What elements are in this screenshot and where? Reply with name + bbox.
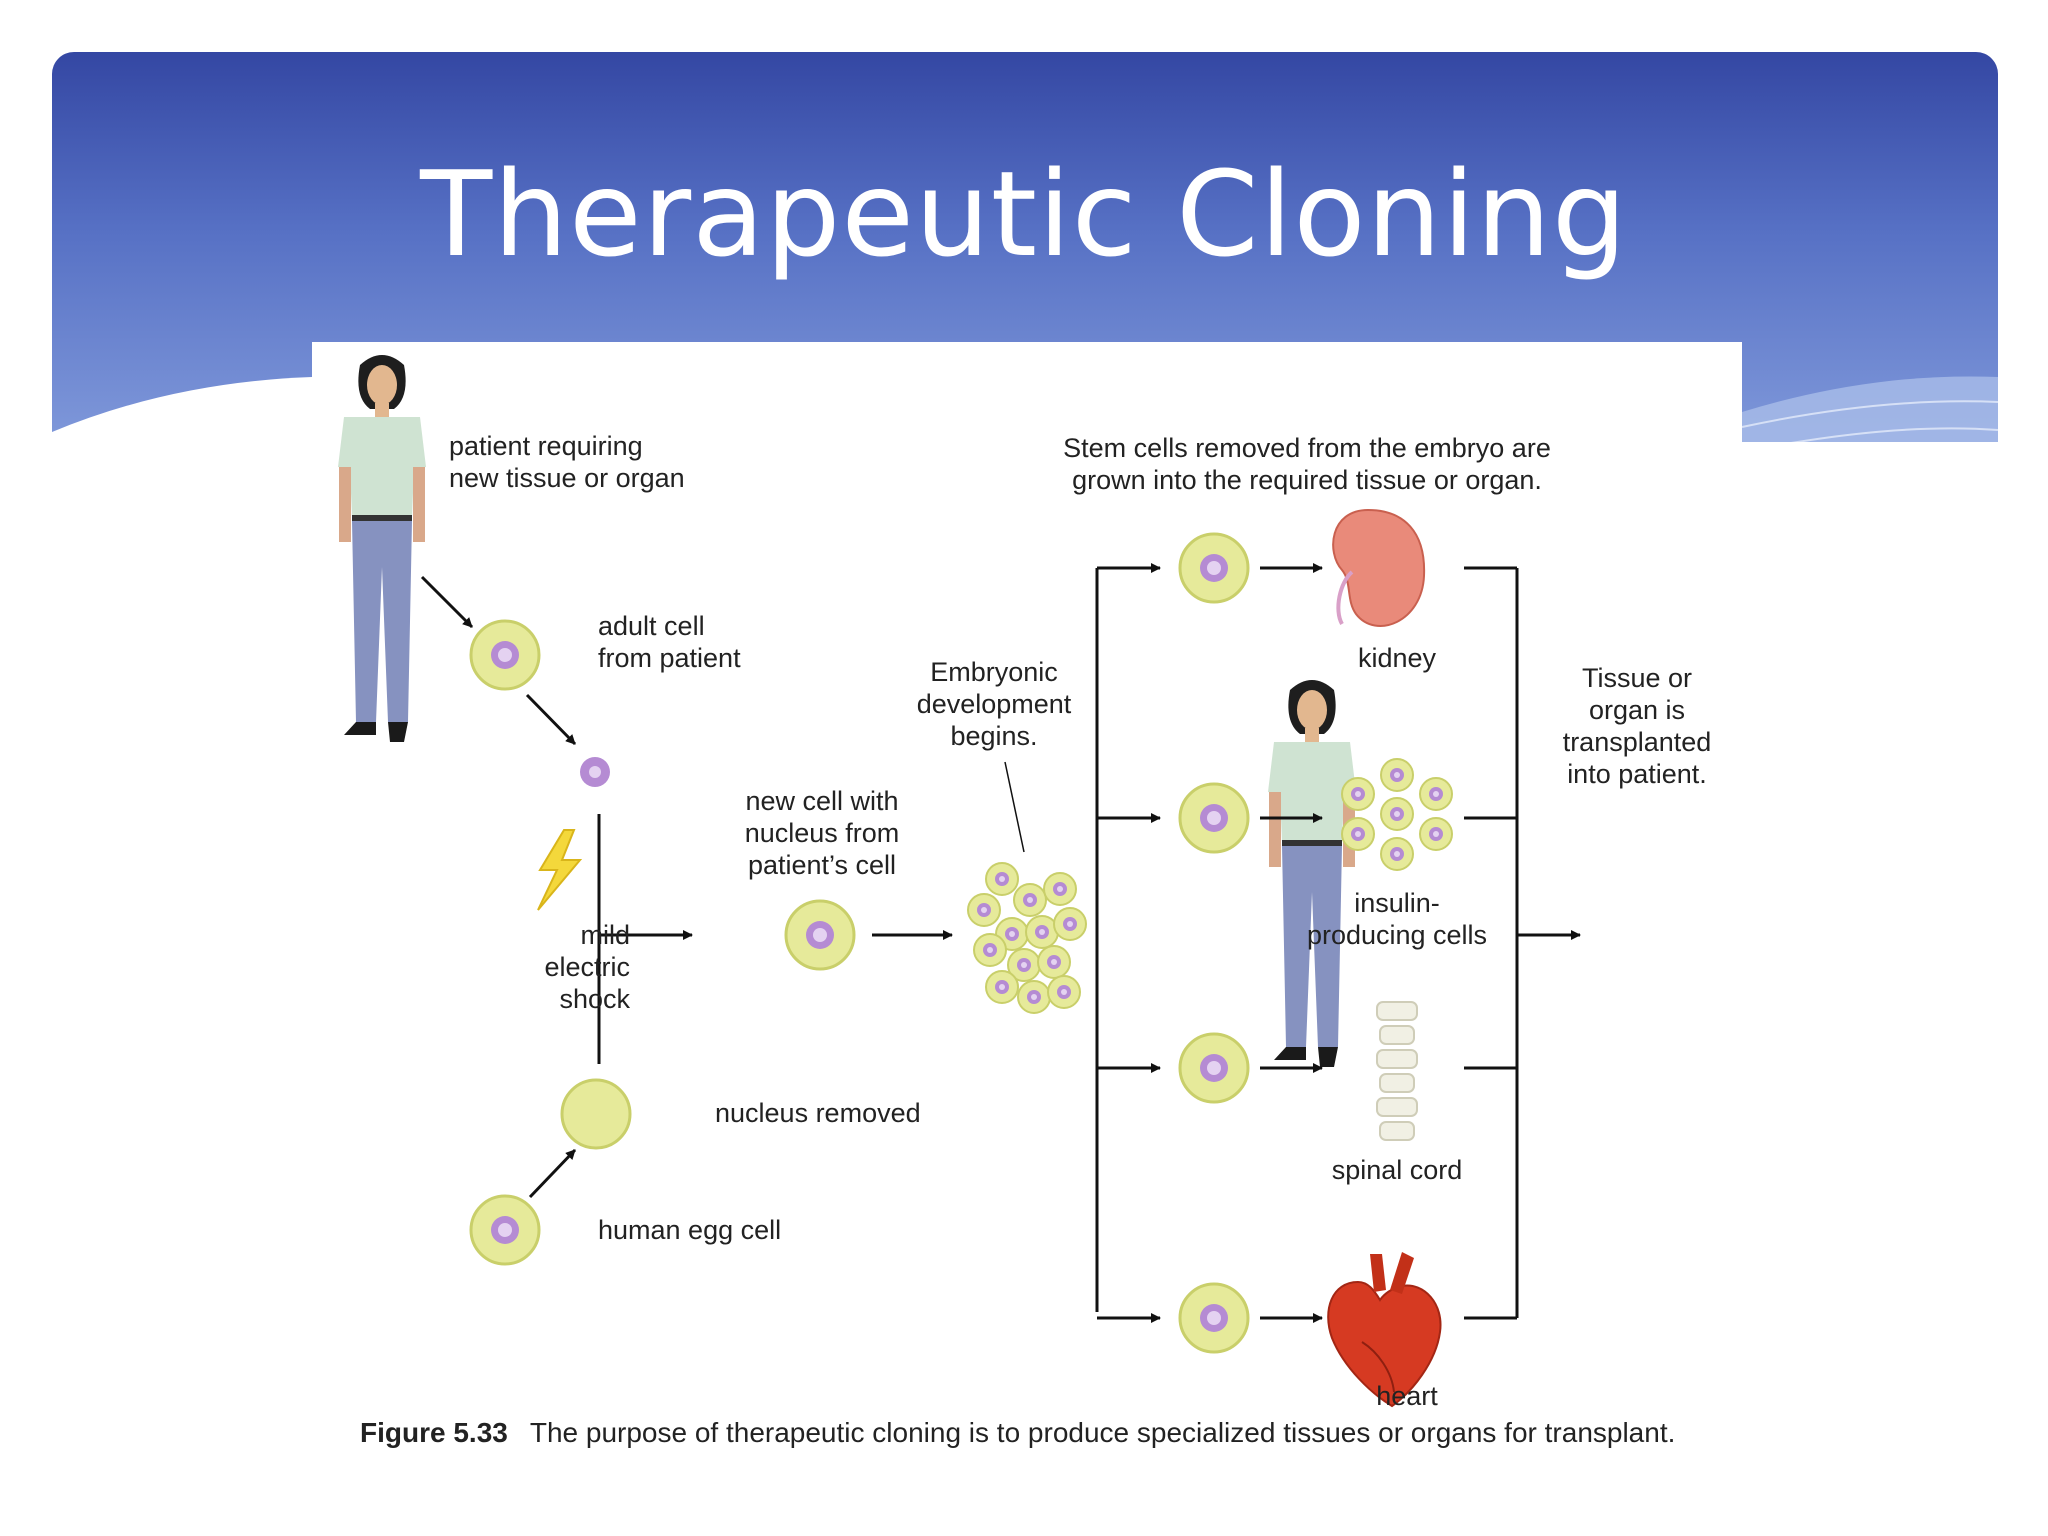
stem-cell-insulin xyxy=(1178,782,1250,854)
figure-number: Figure 5.33 xyxy=(360,1417,508,1448)
heart-icon xyxy=(1327,1252,1442,1408)
arrow-egg-to-enucleated xyxy=(528,1148,577,1199)
figure-panel: patient requiring new tissue or organ ad… xyxy=(312,342,1742,1502)
label-new-cell: new cell with nucleus from patient’s cel… xyxy=(744,786,900,880)
stem-cell-spinal xyxy=(1178,1032,1250,1104)
embryo-cluster xyxy=(967,862,1087,1014)
patient-nucleus xyxy=(580,757,610,787)
enucleated-egg-cell xyxy=(560,1078,632,1150)
slide-title: Therapeutic Cloning xyxy=(420,145,1628,283)
header-wave-decoration xyxy=(52,376,1998,442)
label-electric-shock: mild electric shock xyxy=(544,920,630,1014)
arrow-adult-cell-to-nucleus xyxy=(525,693,577,746)
label-transplant: Tissue or organ is transplanted into pat… xyxy=(1562,663,1712,789)
human-egg-cell xyxy=(469,1194,541,1266)
adult-cell xyxy=(469,619,541,691)
recipient-patient-figure xyxy=(1268,680,1356,1067)
patient-figure xyxy=(338,355,426,742)
figure-caption-text: The purpose of therapeutic cloning is to… xyxy=(529,1417,1676,1448)
label-adult-cell: adult cell from patient xyxy=(598,611,741,673)
label-embryonic: Embryonic development begins. xyxy=(916,657,1072,751)
label-kidney: kidney xyxy=(1357,643,1437,673)
spinal-cord-icon xyxy=(1376,1001,1418,1141)
insulin-producing-cells xyxy=(1341,758,1453,871)
label-human-egg: human egg cell xyxy=(598,1215,782,1245)
arrow-patient-to-adult-cell xyxy=(420,575,474,629)
embryo-pointer-line xyxy=(1004,761,1025,853)
label-nucleus-removed: nucleus removed xyxy=(715,1098,921,1128)
stem-cell-heart xyxy=(1178,1282,1250,1354)
kidney-icon xyxy=(1332,508,1426,627)
label-stem-cells: Stem cells removed from the embryo are g… xyxy=(1063,433,1551,495)
lightning-bolt-icon xyxy=(537,829,583,911)
label-spinal-cord: spinal cord xyxy=(1331,1155,1463,1185)
cloning-diagram xyxy=(338,355,1581,1408)
stem-cell-kidney xyxy=(1178,532,1250,604)
new-cell xyxy=(784,899,856,971)
figure-caption: Figure 5.33 The purpose of therapeutic cl… xyxy=(360,1417,1675,1449)
label-patient: patient requiring new tissue or organ xyxy=(449,431,685,493)
label-heart: heart xyxy=(1376,1381,1438,1411)
label-insulin: insulin- producing cells xyxy=(1306,888,1488,950)
